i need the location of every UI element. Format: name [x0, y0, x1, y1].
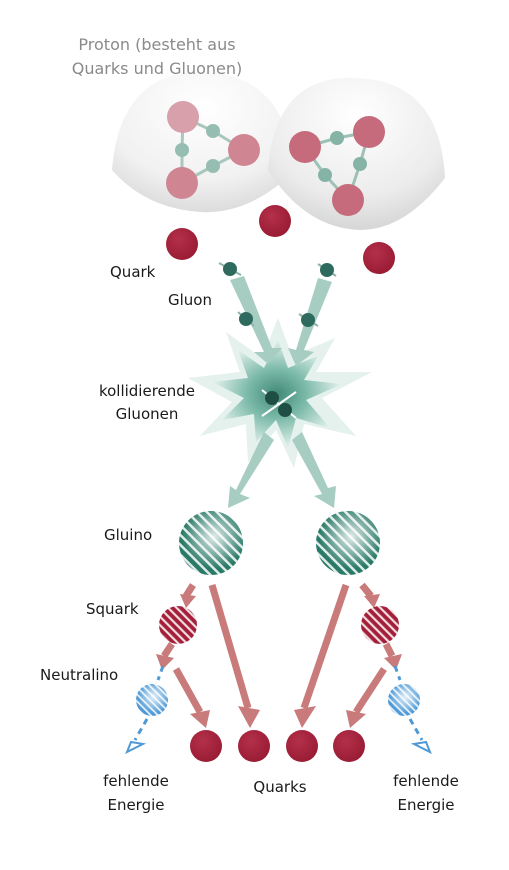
- quarks-label: Quarks: [253, 778, 307, 796]
- gluon-label: Gluon: [168, 291, 212, 309]
- neutralino-label: Neutralino: [40, 666, 119, 684]
- colliding-gluons: [261, 389, 297, 419]
- decay-arrows: [161, 582, 396, 714]
- free-quark: [259, 205, 291, 237]
- missing-energy-left-line1: fehlende: [103, 772, 169, 790]
- missing-energy-trail-right: [393, 665, 424, 741]
- final-quark: [190, 730, 222, 762]
- proton-right-quark: [332, 184, 364, 216]
- proton-left-gluon: [206, 159, 220, 173]
- colliding-gluons-label-line2: Gluonen: [115, 405, 179, 423]
- proton-left-gluon: [175, 143, 189, 157]
- proton-right: [268, 77, 445, 230]
- proton-left-gluon: [206, 124, 220, 138]
- free-quark: [166, 228, 198, 260]
- proton-left: [112, 71, 295, 213]
- final-quark: [333, 730, 365, 762]
- gluon-particle: [239, 312, 253, 326]
- proton-right-quark: [353, 116, 385, 148]
- proton-right-gluon: [330, 131, 344, 145]
- squark-left: [159, 606, 197, 644]
- neutralino-right: [388, 684, 420, 716]
- proton-right-gluon: [353, 157, 367, 171]
- proton-right-gluon: [318, 168, 332, 182]
- quark-label: Quark: [110, 263, 156, 281]
- squark-label: Squark: [86, 600, 139, 618]
- collision-burst: [188, 318, 372, 468]
- proton-label-line1: Proton (besteht aus: [78, 35, 236, 54]
- gluon-particle: [223, 262, 237, 276]
- proton-left-quark: [167, 101, 199, 133]
- missing-energy-arrow-left: [125, 740, 147, 755]
- proton-right-quark: [289, 131, 321, 163]
- missing-energy-right-line2: Energie: [397, 796, 455, 814]
- gluon-path-left: [230, 276, 282, 364]
- missing-energy-trail-left: [133, 665, 165, 741]
- arrow-to-gluino-left: [228, 432, 274, 508]
- missing-energy-left-line2: Energie: [107, 796, 165, 814]
- colliding-gluons-label-line1: kollidierende: [98, 382, 196, 400]
- decay-arrowheads: [156, 594, 402, 728]
- free-quark: [363, 242, 395, 274]
- gluon-particle: [301, 313, 315, 327]
- gluino-label: Gluino: [104, 526, 153, 544]
- gluino-left: [179, 511, 243, 575]
- proton-label-line2: Quarks und Gluonen): [71, 59, 243, 78]
- gluon-particle: [320, 263, 334, 277]
- gluino-right: [316, 511, 380, 575]
- neutralino-left: [136, 684, 168, 716]
- final-quark: [238, 730, 270, 762]
- proton-left-quark: [166, 167, 198, 199]
- final-quark: [286, 730, 318, 762]
- squark-right: [361, 606, 399, 644]
- missing-energy-arrow-right: [410, 740, 432, 755]
- missing-energy-right-line1: fehlende: [393, 772, 459, 790]
- arrow-to-gluino-right: [292, 432, 336, 508]
- proton-left-quark: [228, 134, 260, 166]
